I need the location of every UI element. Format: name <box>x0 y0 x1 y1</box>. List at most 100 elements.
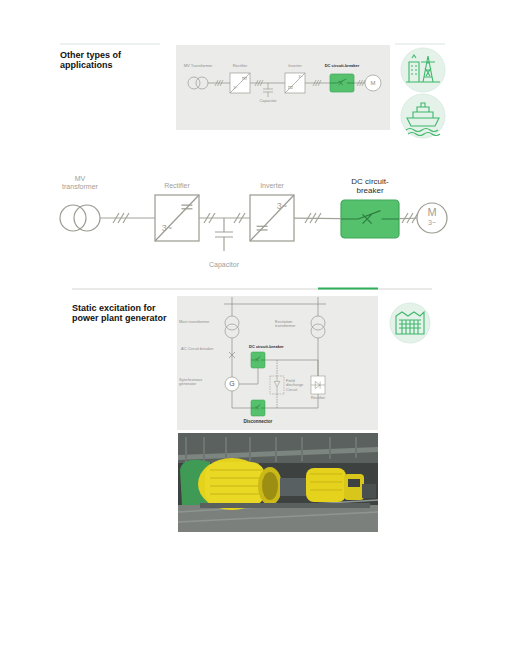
rule-line <box>395 44 445 45</box>
icon-badge <box>401 48 445 92</box>
diagram-node: M3~ <box>417 203 447 233</box>
excitation-wiring <box>277 360 278 408</box>
icon-badge <box>401 94 445 138</box>
wire-connector <box>208 83 230 84</box>
excitation-panel <box>177 296 378 430</box>
wire-connector <box>318 338 319 376</box>
generator-photo <box>306 468 346 502</box>
thumbnail-wiring <box>263 83 273 97</box>
node-label: MV transformer <box>60 175 100 191</box>
node-label: Excitation transformer <box>275 320 309 329</box>
icon-badge <box>390 48 445 343</box>
node-shape <box>311 376 325 394</box>
diagram-node: Rectifier3~ <box>155 195 199 241</box>
rule-line <box>60 44 160 45</box>
node-label: Field discharge Circuit <box>286 379 310 392</box>
node-label: Rectifier <box>147 182 207 190</box>
node-shape <box>60 205 100 231</box>
shape-part <box>288 86 293 87</box>
generator-photo <box>258 467 282 505</box>
rule-line <box>60 44 445 45</box>
null <box>406 103 440 136</box>
diagram-node: Inverter3~ <box>250 195 294 241</box>
wire-connector <box>232 338 233 377</box>
diagram-node: MV Transformer <box>188 77 208 89</box>
node-shape <box>251 400 265 416</box>
shape-part <box>285 73 305 93</box>
shape-part <box>74 205 100 231</box>
excitation-wiring <box>229 352 235 358</box>
wire-connector <box>305 83 330 84</box>
excitation-wiring <box>224 297 326 408</box>
node-label: Inverter <box>280 64 310 68</box>
wire-connector <box>239 368 258 384</box>
diagram-node: Main transformer <box>225 316 239 338</box>
part-label: AC Circuit breaker <box>181 347 221 351</box>
shape-part <box>155 195 199 241</box>
shape-part <box>257 229 268 230</box>
shape-part <box>330 74 354 92</box>
thumbnail-wiring <box>255 80 263 86</box>
divider-line <box>72 289 432 290</box>
shape-part <box>155 195 199 241</box>
null <box>406 81 440 82</box>
wire-connector <box>250 83 285 84</box>
wire-connector <box>294 218 341 220</box>
wire-connector <box>100 217 155 218</box>
shape-part <box>257 226 268 227</box>
shape-part <box>311 316 325 330</box>
big-wiring <box>305 213 321 223</box>
shape-part <box>251 356 265 361</box>
generator-photo <box>205 462 265 506</box>
node-label: 3~ <box>417 219 447 227</box>
shape-part <box>330 79 354 85</box>
part-label: Capacitor <box>199 261 249 269</box>
generator-photo <box>178 433 378 532</box>
node-shape <box>250 195 294 241</box>
node-label: DC circuit-breaker <box>322 64 362 68</box>
shape-part <box>417 203 447 233</box>
node-label: Rectifier <box>225 64 255 68</box>
excitation-wiring <box>224 297 326 316</box>
diagram-node: Synchronous generatorG <box>225 377 239 391</box>
excitation-panel <box>177 296 378 430</box>
shape-part <box>225 316 239 330</box>
shape-part <box>242 79 247 80</box>
null <box>421 56 435 82</box>
wire-connector <box>199 217 250 218</box>
generator-photo <box>310 474 342 490</box>
diagram-node: DC circuit-breaker <box>341 200 399 238</box>
null <box>412 55 416 58</box>
generator-photo <box>344 474 364 500</box>
generator-photo <box>178 433 378 532</box>
shape-part <box>60 205 86 231</box>
node-label: 3~ <box>296 75 305 79</box>
generator-photo <box>210 470 262 494</box>
node-label: G <box>225 380 239 388</box>
shape-part <box>311 376 325 394</box>
shape-part <box>181 205 192 206</box>
wire-connector <box>354 83 365 84</box>
diagram-node: M <box>365 75 381 91</box>
node-label: Main transformer <box>179 320 221 324</box>
node-shape <box>330 74 354 92</box>
generator-photo <box>178 433 378 463</box>
node-label: M <box>365 80 381 87</box>
null <box>396 312 424 334</box>
shape-part <box>341 211 399 224</box>
shape-part <box>311 324 325 338</box>
shape-part <box>251 352 265 368</box>
shape-part <box>250 195 294 241</box>
shape-part <box>285 73 305 93</box>
shape-part <box>225 324 239 338</box>
thumbnail-wiring <box>215 80 223 86</box>
node-label: 3~ <box>231 86 240 90</box>
thumbnail-wiring <box>313 80 321 86</box>
generator-photo <box>198 458 266 510</box>
node-label: Inverter <box>242 182 302 190</box>
node-label: Rectifier <box>303 396 333 400</box>
shape-part <box>250 195 294 241</box>
wire-connector <box>399 218 417 219</box>
node-label: 3~ <box>273 201 291 211</box>
